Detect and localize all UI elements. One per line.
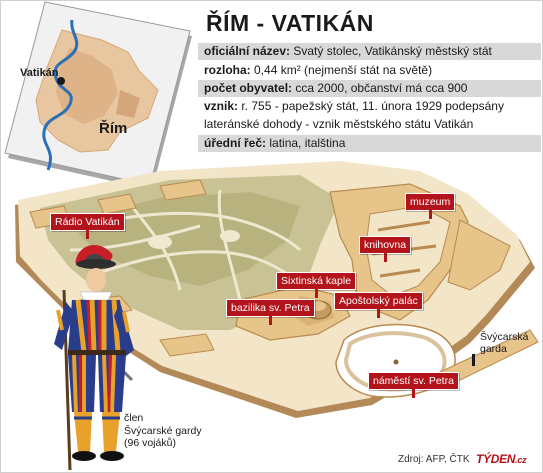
inset-region-label: Řím xyxy=(99,120,128,137)
info-row-area: rozloha: 0,44 km² (nejmenší stát na svět… xyxy=(204,63,433,77)
label-sistine-chapel: Sixtinská kaple xyxy=(276,272,357,298)
inset-map xyxy=(4,1,192,190)
page-title: ŘÍM - VATIKÁN xyxy=(206,10,374,36)
info-row-language: úřední řeč: latina, italština xyxy=(198,135,541,152)
label-museum: muzeum xyxy=(405,193,456,219)
info-row-population: počet obyvatel: cca 2000, občanství má c… xyxy=(198,80,541,97)
info-row-origin: vznik: r. 755 - papežský stát, 11. února… xyxy=(204,99,504,113)
label-radio-vatican: Rádio Vatikán xyxy=(50,213,125,239)
source-credit: Zdroj: AFP, ČTK xyxy=(398,454,470,465)
label-st-peter-basilica: bazilika sv. Petra xyxy=(226,299,315,325)
publisher-logo: TÝDEN.cz xyxy=(476,452,527,466)
label-apostolic-palace: Apoštolský palác xyxy=(334,292,423,318)
label-st-peter-square: náměstí sv. Petra xyxy=(368,372,459,398)
guard-caption: člen Švýcarské gardy (96 vojáků) xyxy=(124,412,202,449)
info-row-name: oficiální název: Svatý stolec, Vatikánsk… xyxy=(198,43,541,60)
inset-city-label: Vatikán xyxy=(20,67,59,79)
label-swiss-guard-barracks: Švýcarská garda xyxy=(480,331,529,355)
label-library: knihovna xyxy=(359,236,412,262)
garda-marker xyxy=(472,354,475,366)
info-row-origin-cont: lateránské dohody - vznik městského stát… xyxy=(204,117,474,131)
